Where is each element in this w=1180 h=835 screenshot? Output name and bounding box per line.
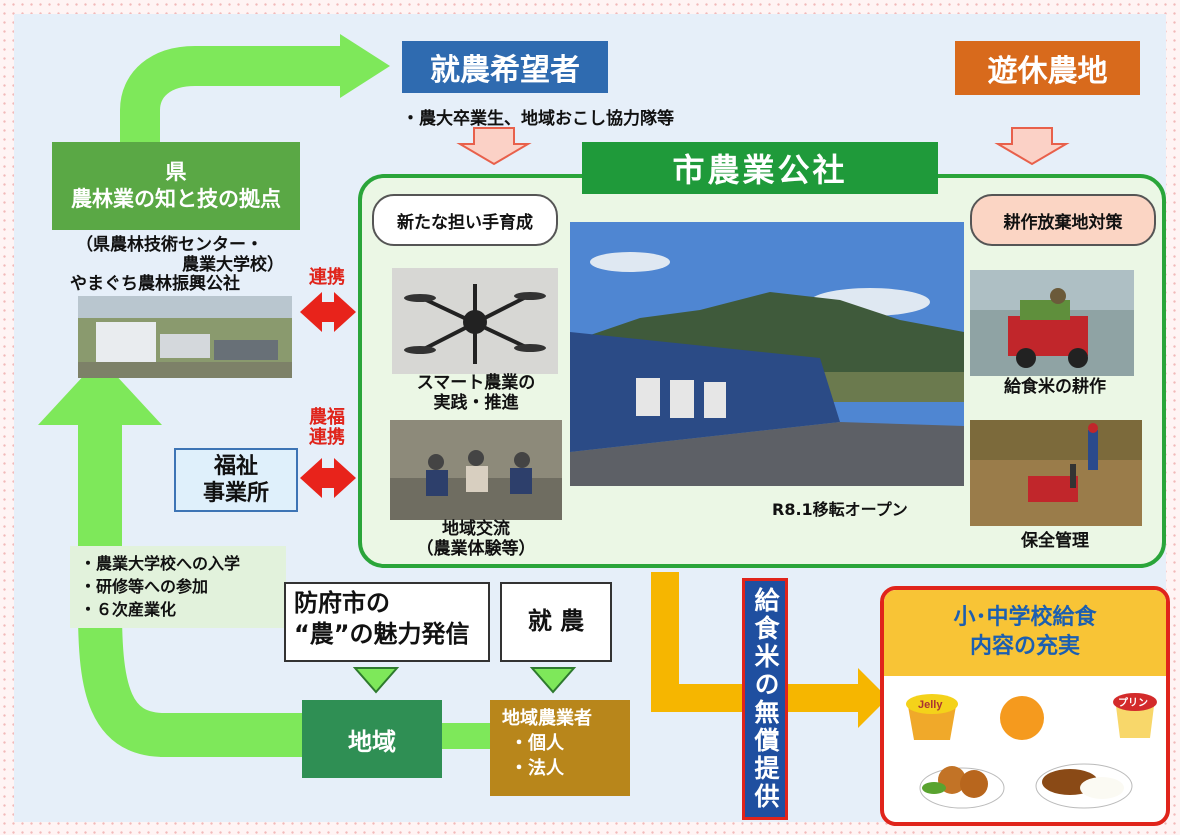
activity-item: ・研修等への参加 <box>80 577 209 597</box>
welfare-line: 事業所 <box>202 481 269 506</box>
free-rice-banner: 給食米の無償提供 <box>742 578 788 820</box>
agri-welfare-line: 農福 <box>309 407 345 428</box>
prefecture-activities-list: ・農業大学校への入学 ・研修等への参加 ・６次産業化 <box>70 546 286 628</box>
office-building-photo <box>570 222 964 486</box>
relocation-caption: R8.1移転オープン <box>772 500 908 519</box>
prefecture-box: 県 農林業の知と技の拠点 <box>52 142 300 230</box>
corporation-title: 市農業公社 <box>582 142 938 194</box>
new-workers-label: 新たな担い手育成 <box>372 194 558 246</box>
community-photo <box>390 420 562 520</box>
applicants-header: 就農希望者 <box>402 41 608 93</box>
down-triangle-left-icon <box>352 667 400 694</box>
smart-farming-line: 実践・推進 <box>433 392 519 413</box>
cooperation-label: 連携 <box>309 267 345 288</box>
red-double-arrow-top-icon <box>300 292 356 332</box>
promotion-line: 防府市の <box>294 589 390 617</box>
down-triangle-right-icon <box>529 667 577 694</box>
pink-down-arrow-left-icon <box>456 127 532 166</box>
mandarin-orange-icon <box>1000 696 1044 740</box>
green-right-arrowhead-icon <box>340 34 390 98</box>
prefecture-title: 県 <box>165 159 187 184</box>
rice-planting-photo <box>970 270 1134 376</box>
prefecture-campus-photo <box>78 296 292 378</box>
institution-line: 農業大学校） <box>182 254 284 275</box>
maintenance-photo <box>970 420 1142 526</box>
pink-down-arrow-right-icon <box>994 127 1070 166</box>
prefecture-institutions: （県農林技術センター・ 農業大学校） やまぐち農林振興公社 <box>70 235 284 295</box>
pudding-label: プリン <box>1118 696 1148 709</box>
maintenance-caption: 保全管理 <box>1021 531 1089 551</box>
school-lunch-illustration: Jelly プリン <box>906 693 1157 809</box>
institution-line: やまぐち農林振興公社 <box>70 274 240 295</box>
applicants-note: ・農大卒業生、地域おこし協力隊等 <box>402 109 674 129</box>
school-rice-caption: 給食米の耕作 <box>1004 377 1106 397</box>
local-farmers-box: 地域農業者 ・個人 ・法人 <box>490 700 630 796</box>
jelly-cup-icon <box>906 694 958 740</box>
curry-rice-icon <box>1035 763 1133 809</box>
green-up-arrowhead-icon <box>38 358 162 425</box>
drone-photo <box>392 268 558 374</box>
orange-right-arrowhead-icon <box>858 668 888 728</box>
promotion-box: 防府市の “農”の魅力発信 <box>284 582 490 662</box>
community-line: 地域交流 <box>442 519 510 539</box>
green-bottom-bar-2 <box>440 723 490 749</box>
red-double-arrow-bottom-icon <box>300 458 356 498</box>
smart-farming-line: スマート農業の <box>416 373 536 393</box>
farmers-line: 地域農業者 <box>502 708 592 729</box>
orange-flow-path <box>651 572 870 712</box>
smart-farming-caption: スマート農業の 実践・推進 <box>386 373 566 413</box>
agri-welfare-line: 連携 <box>309 426 345 448</box>
farming-box: 就 農 <box>500 582 612 662</box>
prefecture-subtitle: 農林業の知と技の拠点 <box>71 187 281 211</box>
activity-item: ・農業大学校への入学 <box>80 554 241 573</box>
lunch-title-line: 小･中学校給食 <box>953 605 1097 631</box>
welfare-office-box: 福祉 事業所 <box>174 448 298 512</box>
pudding-cup-icon <box>1113 693 1157 738</box>
promotion-line: “農”の魅力発信 <box>294 620 470 649</box>
farmers-line: ・法人 <box>510 758 564 780</box>
farmers-line: ・個人 <box>510 733 564 755</box>
community-line: （農業体験等） <box>416 538 536 559</box>
green-bottom-bar <box>160 713 310 757</box>
region-box: 地域 <box>302 700 442 778</box>
school-lunch-frame: 小･中学校給食 内容の充実 Jelly プリン <box>880 586 1170 826</box>
abandoned-land-label: 耕作放棄地対策 <box>970 194 1156 246</box>
idle-land-header: 遊休農地 <box>955 41 1140 95</box>
lunch-title-line: 内容の充実 <box>969 634 1080 659</box>
agri-welfare-label: 農福 連携 <box>304 408 350 448</box>
school-lunch-title: 小･中学校給食 内容の充実 <box>884 590 1166 676</box>
community-caption: 地域交流 （農業体験等） <box>386 519 566 559</box>
welfare-line: 福祉 <box>213 453 258 479</box>
activity-item: ・６次産業化 <box>80 600 177 620</box>
institution-line: （県農林技術センター・ <box>76 235 263 255</box>
jelly-label: Jelly <box>918 699 943 711</box>
green-loop-top-path <box>120 46 345 150</box>
fried-chicken-icon <box>919 766 1005 809</box>
